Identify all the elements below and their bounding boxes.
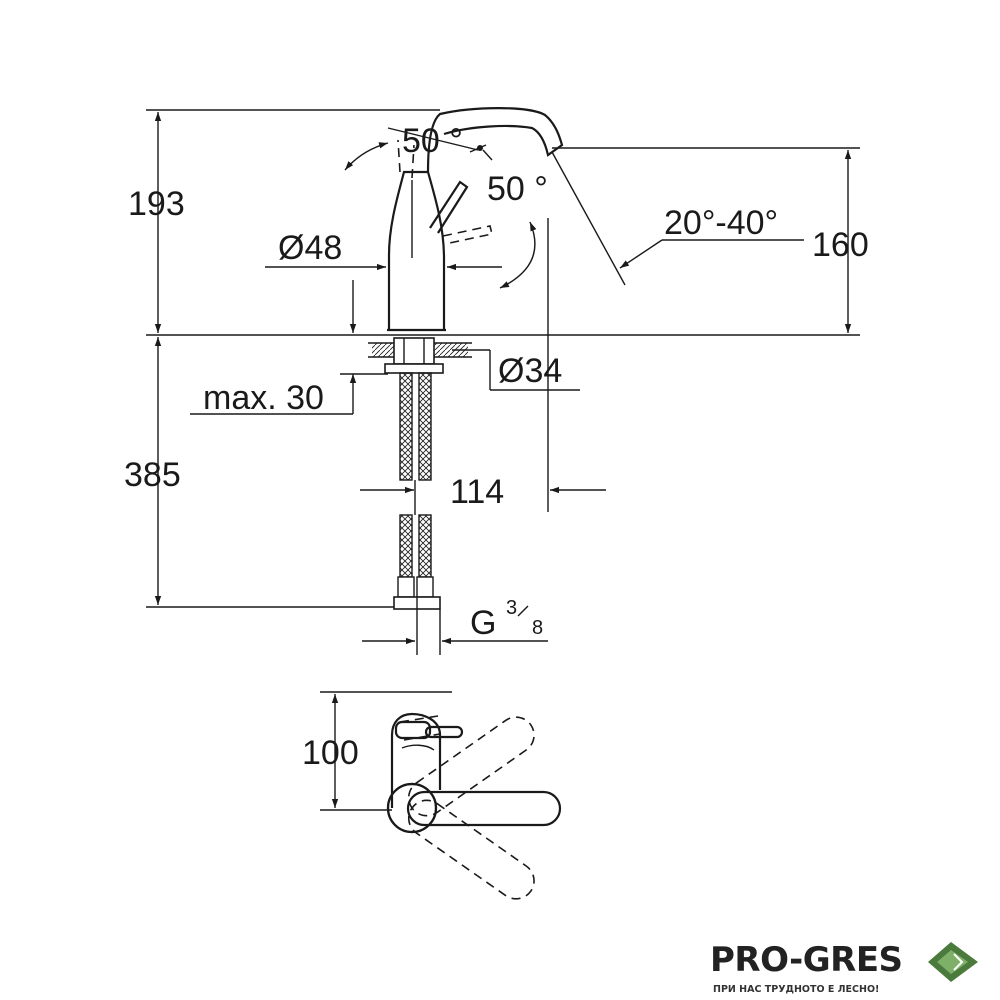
- handle-alt-down: [407, 799, 535, 900]
- faucet-body: [387, 170, 446, 330]
- dim-max30-label: max. 30: [203, 379, 324, 417]
- plan-body-detail: [401, 744, 435, 751]
- logo-chevron-icon: [953, 953, 964, 971]
- logo-tagline: ПРИ НАС ТРУДНОТО Е ЛЕСНО!: [713, 984, 879, 995]
- dim-193-label: 193: [128, 185, 185, 223]
- dim-114-label: 114: [450, 473, 504, 511]
- logo-diamond-inner-icon: [937, 950, 968, 974]
- arc-50-side: [499, 221, 537, 289]
- pivot-tick: [482, 149, 493, 161]
- angle-50-side-label: 50 °: [487, 170, 548, 208]
- plan-handle-hub-ring: [386, 782, 438, 834]
- front-elevation: 193 160 50 ° 50 ° 20°-40° Ø48: [124, 107, 869, 655]
- plan-lever-small: [424, 725, 464, 739]
- hose-right-lower: [418, 514, 432, 578]
- ferrule-right: [416, 576, 434, 598]
- plan-view: 100: [302, 691, 562, 900]
- dim-385-label: 385: [124, 456, 181, 494]
- lever-back-position: [397, 139, 415, 179]
- dim-160-label: 160: [812, 226, 869, 264]
- spout: [426, 107, 564, 173]
- plan-spout-top: [394, 720, 432, 740]
- spout-angle-label: 20°-40°: [664, 204, 778, 242]
- plan-handle-lever: [406, 790, 562, 827]
- pro-gres-logo: PRO-GRES ПРИ НАС ТРУДНОТО Е ЛЕСНО!: [710, 940, 978, 995]
- spout-angle-leader: [619, 239, 663, 269]
- hose-right-upper: [418, 372, 432, 481]
- dim-100-label: 100: [302, 734, 359, 772]
- thread-label-sup: 3: [506, 597, 517, 619]
- pivot-dot: [477, 145, 483, 151]
- thread-label-g: G: [470, 604, 496, 642]
- lever-handle: [429, 180, 469, 234]
- thread-label-sub: 8: [532, 617, 543, 639]
- dim-34-label: Ø34: [498, 352, 562, 390]
- angle-50-back-label: 50 °: [402, 122, 463, 160]
- spout-angle-line: [551, 151, 626, 286]
- arc-50-back: [344, 142, 389, 171]
- angle-ref-line-1: [387, 127, 479, 151]
- mounting-nut: [384, 363, 444, 374]
- hose-left-lower: [399, 514, 413, 578]
- ferrule-left: [397, 576, 415, 598]
- mounting-stud: [393, 337, 435, 365]
- handle-alt-up: [407, 716, 535, 817]
- hose-left-upper: [399, 372, 413, 481]
- dim-48-label: Ø48: [278, 229, 342, 267]
- thread-fraction-slash: [517, 605, 529, 617]
- lever-alt-position: [442, 225, 493, 245]
- logo-name: PRO-GRES: [710, 940, 903, 980]
